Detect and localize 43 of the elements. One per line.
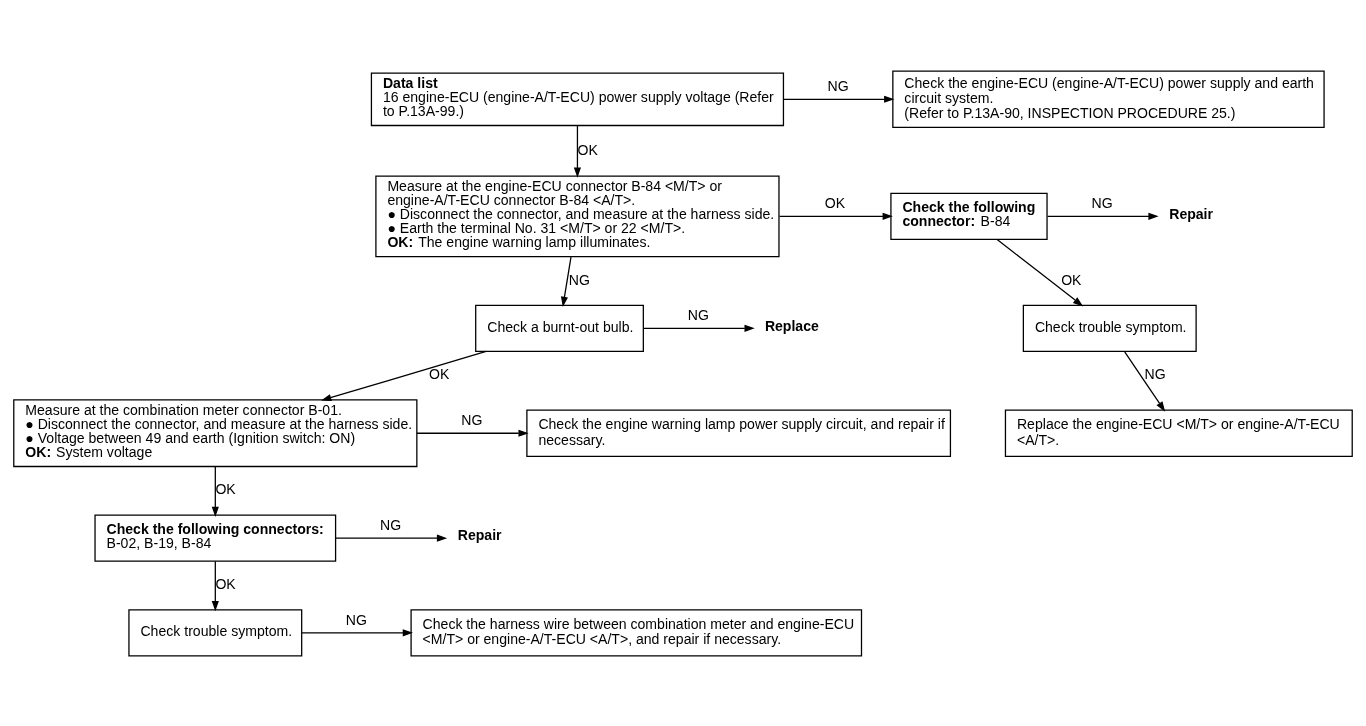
node-text: Repair: [457, 526, 502, 543]
node-text: Replace: [764, 317, 819, 334]
edge-label: NG: [345, 611, 367, 628]
arrow: [416, 429, 529, 437]
edge-label: OK: [215, 575, 236, 592]
arrow: [211, 560, 219, 611]
node-box: Data list 16 engine-ECU (engine-A/T-ECU) power supply voltage (Refer to P.13A-99.): [370, 71, 785, 126]
edge-label: NG: [380, 516, 402, 533]
edge-label: OK: [1061, 271, 1082, 288]
node-box: Check the following connectors: B-02, B-19, B-84: [94, 514, 337, 562]
arrow: [1124, 350, 1166, 412]
arrow: [321, 350, 487, 401]
node-box: Measure at the combination meter connector B-01. ● Disconnect the connector, and measure at the harness side. ● Voltage between 49 and earth (Ignition switch: ON) OK: System voltage: [13, 398, 418, 467]
arrow: [996, 238, 1084, 306]
node-box: Check the engine-ECU (engine-A/T-ECU) power supply and earth circuit system. (Refer to P.13A-90, INSPECTION PROCEDURE 25.): [892, 70, 1325, 128]
node-box: Replace the engine-ECU <M/T> or engine-A/T-ECU <A/T>.: [1004, 409, 1353, 457]
edge-label: OK: [429, 365, 450, 382]
arrow: [782, 95, 895, 103]
arrow: [211, 465, 219, 517]
node-box: Check the engine warning lamp power supply circuit, and repair if necessary.: [526, 409, 952, 457]
node-box: Check the following connector: B-84: [890, 192, 1048, 240]
arrow: [642, 324, 755, 332]
arrow: [778, 212, 893, 220]
edge-label: NG: [461, 411, 483, 428]
node-box: Check a burnt-out bulb.: [475, 304, 644, 352]
arrow: [573, 124, 582, 178]
arrow: [335, 534, 448, 542]
edge-label: OK: [215, 480, 236, 497]
edge-label: OK: [577, 141, 598, 158]
edge-label: NG: [827, 77, 849, 94]
edge-label: NG: [568, 271, 590, 288]
arrow: [301, 628, 413, 636]
node-box: Measure at the engine-ECU connector B-84 <M/T> or engine-A/T-ECU connector B-84 <A/T>. ● Disconnect the connector, and measure at the harness side. ● Earth the terminal No. 31 <M/T> or 22 <M/T>. OK: The engine warning lamp illuminates.: [375, 174, 780, 257]
node-text: Repair: [1169, 205, 1214, 222]
node-box: Check the harness wire between combination meter and engine-ECU <M/T> or engine-A/T-ECU <A/T>, and repair if necessary.: [410, 608, 863, 656]
edge-label: NG: [1144, 365, 1166, 382]
edge-label: NG: [687, 306, 709, 323]
arrow: [560, 256, 572, 307]
node-box: Check trouble symptom.: [128, 608, 303, 656]
arrow: [1046, 212, 1159, 220]
node-box: Check trouble symptom.: [1022, 304, 1197, 352]
edge-label: OK: [824, 194, 846, 211]
edge-label: NG: [1091, 194, 1113, 211]
